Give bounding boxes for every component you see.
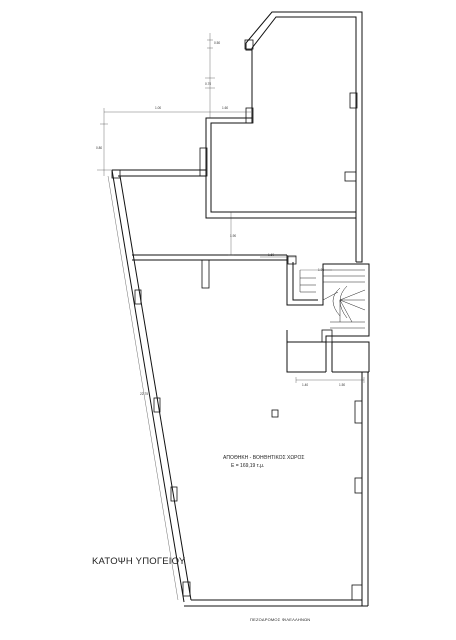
outer-walls (111, 11, 370, 607)
dimension-lower-b: 1.50 (339, 383, 346, 387)
dimension-long-side: 22.75 (140, 392, 148, 396)
dimension-top-a: 0.50 (214, 41, 221, 45)
dimension-stair-b: 1.95 (318, 268, 325, 272)
dimension-lower-a: 1.40 (302, 383, 309, 387)
dimension-top-b: 0.70 (205, 82, 212, 86)
staircase (299, 269, 366, 329)
dimension-stair-a: 1.60 (268, 253, 275, 257)
dimension-wing-mid: 1.60 (222, 106, 229, 110)
columns (111, 39, 363, 601)
dimension-corridor: 1.90 (230, 234, 237, 238)
dimension-lines (97, 33, 365, 601)
room-area-label: Ε = 169,19 τ.μ. (231, 463, 265, 469)
dimension-left-vertical: 0.80 (96, 146, 103, 150)
room-name-label: ΑΠΟΘΗΚΗ - ΒΟΗΘΗΤΙΚΟΣ ΧΩΡΟΣ (223, 455, 305, 461)
dimension-wing-left: 1.00 (155, 106, 162, 110)
drawing-title: ΚΑΤΟΨΗ ΥΠΟΓΕΙΟΥ (92, 556, 186, 567)
street-label: ΠΕΖΟΔΡΟΜΟΣ ΦΙΛΕΛΛΗΝΩΝ (250, 617, 311, 622)
